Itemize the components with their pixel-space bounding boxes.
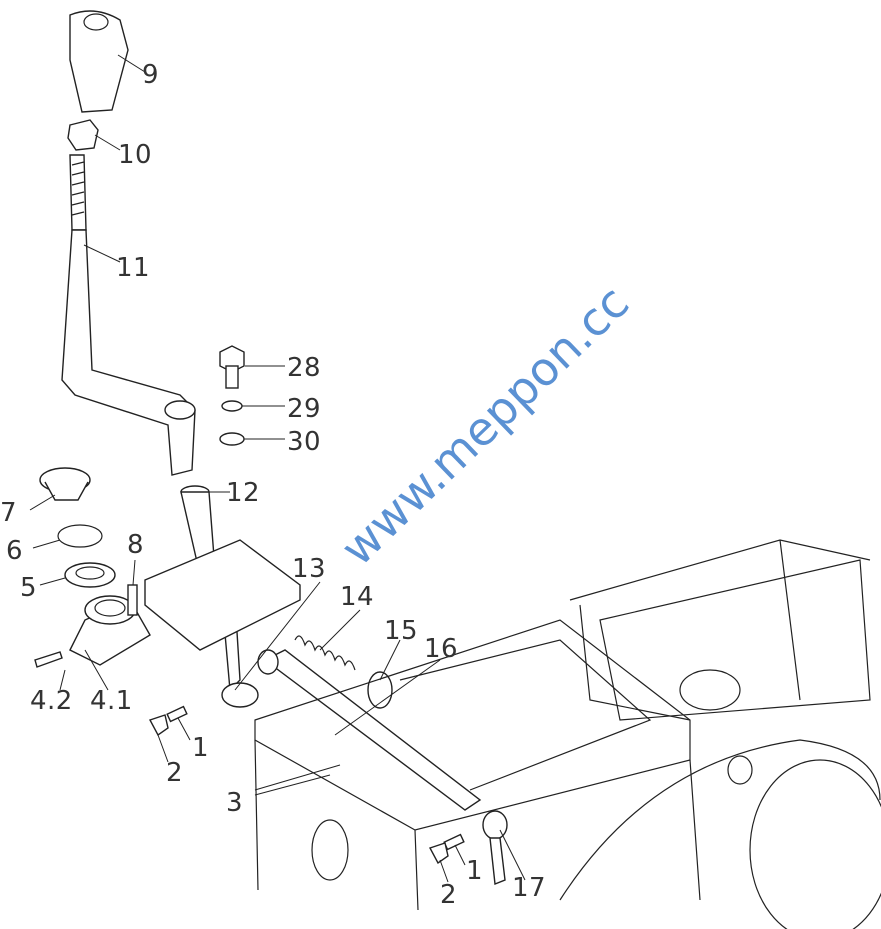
bolt-and-washers: [219, 345, 245, 446]
part-label-1: 1: [192, 733, 210, 763]
part-label-4-1: 4.1: [90, 686, 133, 716]
gearbox-housing: [254, 539, 881, 929]
part-label-16: 16: [424, 634, 459, 664]
part-label-6: 6: [6, 536, 24, 566]
shift-shaft: [180, 485, 259, 708]
part-label-17: 17: [512, 873, 547, 903]
part-label-2-lower: 2: [440, 880, 458, 910]
housing-parts: [34, 467, 151, 668]
part-label-1-lower: 1: [466, 856, 484, 886]
leader-lines: [29, 54, 526, 883]
part-label-9: 9: [142, 60, 160, 90]
part-label-30: 30: [287, 427, 322, 457]
part-label-2: 2: [166, 758, 184, 788]
top-plate: [144, 539, 301, 651]
hex-nut: [67, 119, 99, 151]
gear-knob: [69, 10, 129, 113]
part-label-28: 28: [287, 353, 322, 383]
part-label-14: 14: [340, 582, 375, 612]
part-label-4-2: 4.2: [30, 686, 73, 716]
shift-lever: [61, 154, 196, 476]
part-label-11: 11: [116, 253, 151, 283]
part-label-7: 7: [0, 498, 18, 528]
part-label-13: 13: [292, 554, 327, 584]
part-label-10: 10: [118, 140, 153, 170]
part-label-29: 29: [287, 394, 322, 424]
part-label-5: 5: [20, 573, 38, 603]
part-label-12: 12: [226, 478, 261, 508]
part-label-3: 3: [226, 788, 244, 818]
part-label-8: 8: [127, 530, 145, 560]
part-label-15: 15: [384, 616, 419, 646]
